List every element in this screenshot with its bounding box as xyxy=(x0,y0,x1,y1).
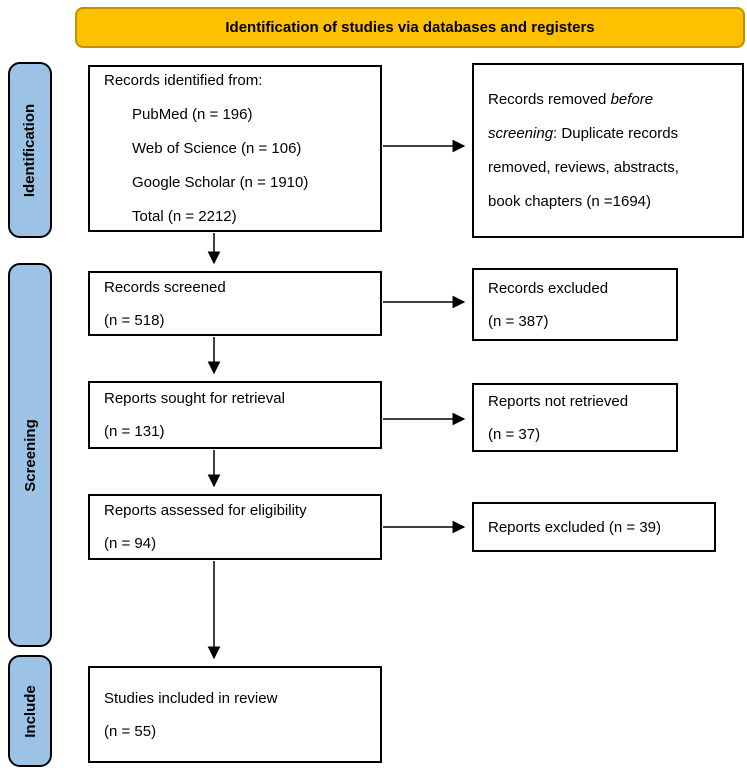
stage-screening-label: Screening xyxy=(21,418,39,492)
studies-included-label: Studies included in review xyxy=(104,689,278,707)
box-reports-excluded: Reports excluded (n = 39) xyxy=(472,502,716,552)
stage-identification: Identification xyxy=(8,62,52,238)
stage-include: Include xyxy=(8,655,52,767)
stage-screening: Screening xyxy=(8,263,52,647)
records-excluded-count: (n = 387) xyxy=(488,312,549,330)
box-records-excluded: Records excluded (n = 387) xyxy=(472,268,678,341)
reports-sought-label: Reports sought for retrieval xyxy=(104,390,285,407)
records-removed-italic: before screening xyxy=(488,90,654,142)
records-identified-pubmed: PubMed (n = 196) xyxy=(132,105,253,123)
stage-identification-label: Identification xyxy=(21,103,39,197)
box-reports-sought: Reports sought for retrieval (n = 131) xyxy=(88,381,382,449)
reports-not-retrieved-count: (n = 37) xyxy=(488,425,541,443)
reports-sought-count: (n = 131) xyxy=(104,423,165,440)
records-identified-total: Total (n = 2212) xyxy=(132,207,237,225)
box-records-removed: Records removed before screening: Duplic… xyxy=(472,63,744,238)
studies-included-count: (n = 55) xyxy=(104,722,157,740)
records-removed-heading: Records removed before screening: Duplic… xyxy=(488,90,679,210)
records-screened-count: (n = 518) xyxy=(104,311,165,329)
records-identified-wos: Web of Science (n = 106) xyxy=(132,139,302,157)
records-removed-detail: Duplicate records removed, reviews, abst… xyxy=(488,124,679,210)
records-identified-title: Records identified from: xyxy=(104,71,263,89)
box-records-screened: Records screened (n = 518) xyxy=(88,271,382,336)
records-screened-label: Records screened xyxy=(104,278,226,296)
records-identified-scholar: Google Scholar (n = 1910) xyxy=(132,173,309,191)
box-reports-not-retrieved: Reports not retrieved (n = 37) xyxy=(472,383,678,452)
records-excluded-label: Records excluded xyxy=(488,279,609,297)
stage-include-label: Include xyxy=(21,684,39,738)
reports-assessed-count: (n = 94) xyxy=(104,535,157,552)
box-reports-assessed: Reports assessed for eligibility (n = 94… xyxy=(88,494,382,560)
box-records-identified: Records identified from: PubMed (n = 196… xyxy=(88,65,382,232)
diagram-title-banner: Identification of studies via databases … xyxy=(75,7,745,48)
reports-excluded-label: Reports excluded (n = 39) xyxy=(488,518,662,536)
box-studies-included: Studies included in review (n = 55) xyxy=(88,666,382,763)
diagram-title: Identification of studies via databases … xyxy=(225,19,595,36)
reports-assessed-label: Reports assessed for eligibility xyxy=(104,502,307,519)
reports-not-retrieved-label: Reports not retrieved xyxy=(488,392,629,410)
